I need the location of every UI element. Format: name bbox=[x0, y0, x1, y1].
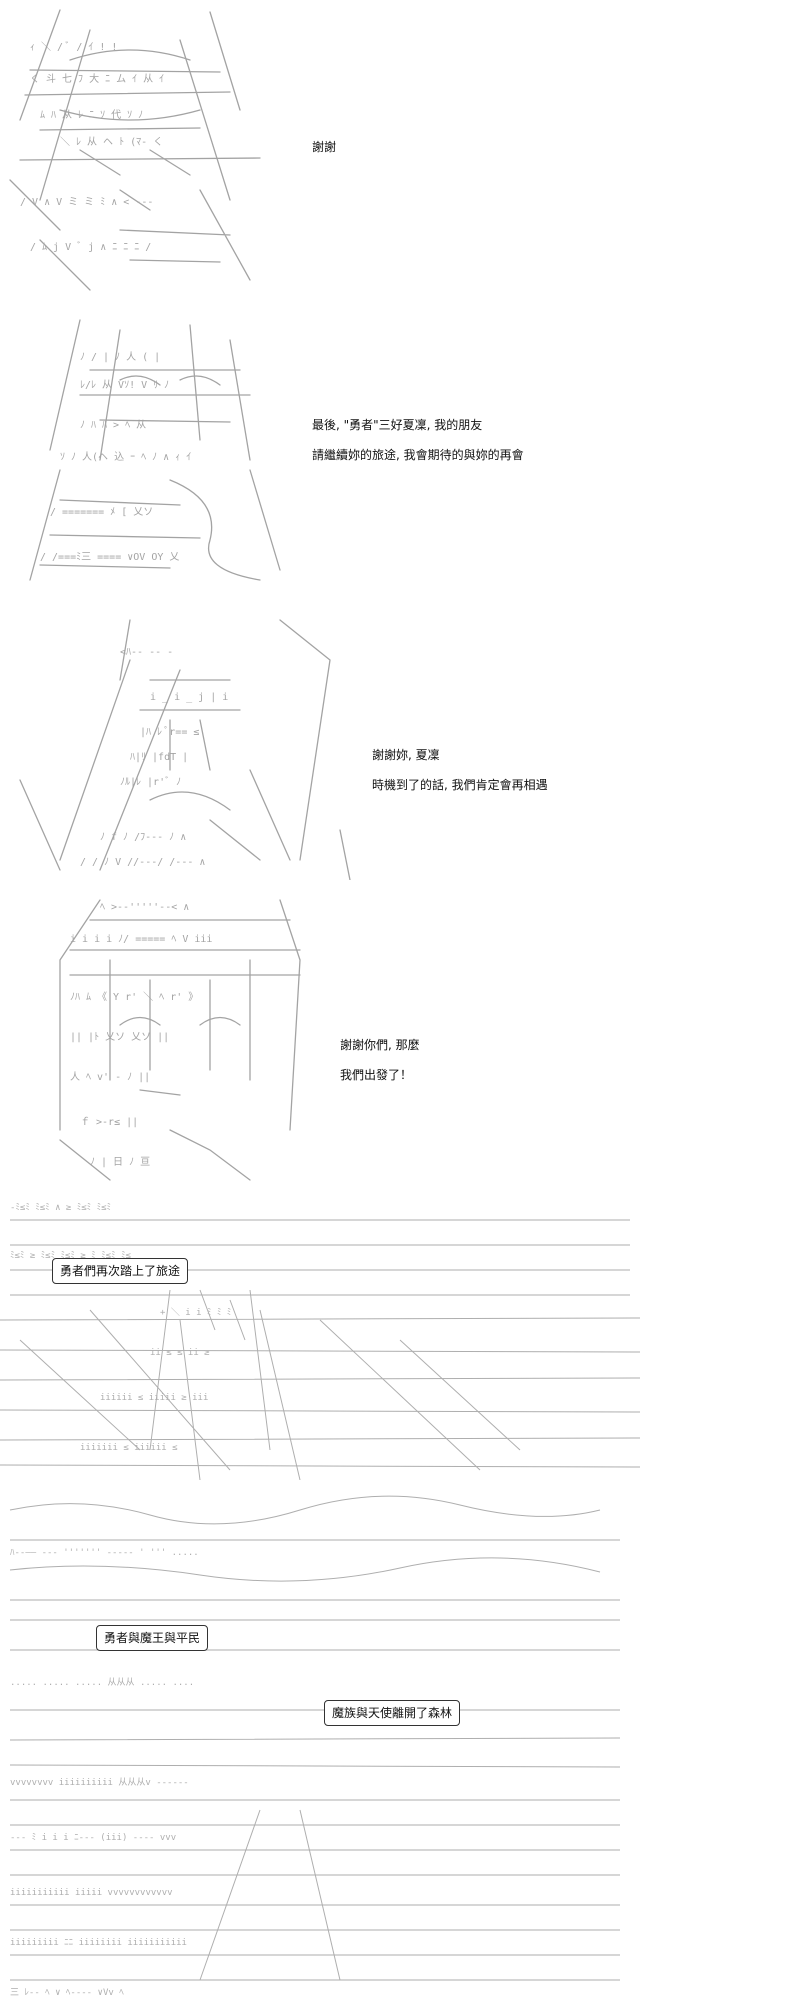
panel-6: ﾊ-‐―― --- ''''''' ----- ' ''' ..... ....… bbox=[0, 1480, 800, 2000]
svg-text:ﾍ >-‐'''''-‐< ∧: ﾍ >-‐'''''-‐< ∧ bbox=[100, 902, 189, 913]
dialogue-line: 謝謝你們, 那麼 bbox=[340, 1038, 420, 1052]
svg-text:ﾉ ﾊ ﾊ > ﾍ 从: ﾉ ﾊ ﾊ > ﾍ 从 bbox=[80, 420, 146, 431]
svg-text:ﾉ | 日 ﾉ 亘: ﾉ | 日 ﾉ 亘 bbox=[90, 1157, 150, 1168]
caption-box: 勇者與魔王與平民 bbox=[96, 1625, 209, 1651]
svg-text:+ ＼ i i ﾐ ﾐ ﾐ: + ＼ i i ﾐ ﾐ ﾐ bbox=[160, 1307, 231, 1318]
ascii-art-character-3: <ﾊ-- -- - i _ i _ j | i |ﾊ ﾚ ﾟr== ≤ ﾊ|ﾘ … bbox=[19, 619, 351, 880]
caption-text: 勇者與魔王與平民 bbox=[104, 1631, 201, 1645]
dialogue-line: 時機到了的話, 我們肯定會再相遇 bbox=[372, 778, 548, 792]
svg-text:人 ﾍ v' ‐ ﾉ ||: 人 ﾍ v' ‐ ﾉ || bbox=[70, 1071, 150, 1083]
dialogue-line: 最後, "勇者"三好夏凜, 我的朋友 bbox=[312, 418, 483, 432]
svg-text:く 斗 七 ﾌ 大 ﾆ ム ｲ 从 ｲ: く 斗 七 ﾌ 大 ﾆ ム ｲ 从 ｲ bbox=[30, 72, 164, 85]
ascii-art-character-4: ﾍ >-‐'''''-‐< ∧ i i i i ﾉ/ ===== ﾍ V iii… bbox=[59, 899, 301, 1181]
ascii-art-landscape-forest: ﾊ-‐―― --- ''''''' ----- ' ''' ..... ....… bbox=[9, 1495, 621, 1998]
svg-text:/ ﾑ j V ﾞ j ∧ ﾆ ﾆ ﾆ /: / ﾑ j V ﾞ j ∧ ﾆ ﾆ ﾆ / bbox=[30, 241, 151, 253]
svg-text:ﾊ|ﾘ |fdT |: ﾊ|ﾘ |fdT | bbox=[130, 752, 188, 763]
panel-2: ﾉ / | ﾉ 人 ( | ﾚ/ﾚ 从 Vｿ! V ﾘ ﾉ ﾉ ﾊ ﾊ > ﾍ … bbox=[0, 300, 800, 600]
svg-text:/ ======= ﾒ [ 乂ソ: / ======= ﾒ [ 乂ソ bbox=[50, 507, 153, 518]
svg-text:i _ i _ j | i: i _ i _ j | i bbox=[150, 692, 228, 703]
dialogue-box: 謝謝 bbox=[312, 132, 336, 162]
ascii-art-character-2: ﾉ / | ﾉ 人 ( | ﾚ/ﾚ 从 Vｿ! V ﾘ ﾉ ﾉ ﾊ ﾊ > ﾍ … bbox=[29, 319, 281, 581]
dialogue-line: 謝謝妳, 夏凜 bbox=[372, 748, 440, 762]
svg-text:|| |ﾄ 乂ソ 乂ソ ||: || |ﾄ 乂ソ 乂ソ || bbox=[70, 1032, 169, 1043]
caption-box: 魔族與天使離開了森林 bbox=[324, 1700, 461, 1726]
svg-text:iiiiiiiii ﾆﾆ iiiiiiii iiiiiiii: iiiiiiiii ﾆﾆ iiiiiiii iiiiiiiiiii bbox=[10, 1938, 187, 1948]
panel-1: ｨ ＼ / ﾞ / ｲ ! ! く 斗 七 ﾌ 大 ﾆ ム ｲ 从 ｲ ﾑ ﾊ … bbox=[0, 0, 800, 300]
svg-text:/ /===ﾐ三 ==== ∨OV OY 乂: / /===ﾐ三 ==== ∨OV OY 乂 bbox=[40, 552, 179, 563]
svg-text:ﾉﾙ|ﾚ |r'ﾞ ﾉ: ﾉﾙ|ﾚ |r'ﾞ ﾉ bbox=[120, 776, 181, 788]
svg-text:ｿ ﾉ 人(ヘ 込 ｰ ﾍ ﾉ ∧ ｨ ｲ: ｿ ﾉ 人(ヘ 込 ｰ ﾍ ﾉ ∧ ｨ ｲ bbox=[60, 451, 191, 463]
svg-text:..... ..... ..... 从从从 ..... ..: ..... ..... ..... 从从从 ..... .... bbox=[10, 1677, 194, 1688]
svg-text:＼ ﾚ 从 ヘ ﾄ (ﾏ- く: ＼ ﾚ 从 ヘ ﾄ (ﾏ- く bbox=[60, 136, 163, 148]
caption-text: 魔族與天使離開了森林 bbox=[332, 1706, 453, 1720]
panel-4: ﾍ >-‐'''''-‐< ∧ i i i i ﾉ/ ===== ﾍ V iii… bbox=[0, 880, 800, 1190]
dialogue-box: 最後, "勇者"三好夏凜, 我的朋友 請繼續妳的旅途, 我會期待的與妳的再會 bbox=[312, 410, 524, 470]
svg-text:iiiiiii ≤ iiiiii ≤: iiiiiii ≤ iiiiii ≤ bbox=[80, 1443, 178, 1453]
svg-text:ﾉ f ﾉ /ﾌ--- ﾉ ∧: ﾉ f ﾉ /ﾌ--- ﾉ ∧ bbox=[100, 832, 186, 843]
svg-text:ﾉﾊ ﾑ 《 Y r' ＼ ﾍ r' 》: ﾉﾊ ﾑ 《 Y r' ＼ ﾍ r' 》 bbox=[70, 991, 198, 1003]
dialogue-line: 我們出發了！ bbox=[340, 1068, 413, 1082]
ascii-art-landscape-road: -ﾐ≤ﾐ ﾐ≤ﾐ ∧ ≥ ﾐ≤ﾐ ﾐ≤ﾐ ﾐ≤ﾐ ≥ ﾐ≤ﾐ ﾐ≤ﾐ ≥ ﾐ ﾐ… bbox=[0, 1203, 640, 1480]
caption-box: 勇者們再次踏上了旅途 bbox=[52, 1258, 189, 1284]
svg-text:ﾑ ﾊ 从 ﾚ ﾆ ｿ 代 ｿ ﾉ: ﾑ ﾊ 从 ﾚ ﾆ ｿ 代 ｿ ﾉ bbox=[40, 109, 143, 121]
svg-text:ｨ ＼ / ﾞ / ｲ ! !: ｨ ＼ / ﾞ / ｲ ! ! bbox=[30, 41, 117, 53]
panel-3: <ﾊ-- -- - i _ i _ j | i |ﾊ ﾚ ﾟr== ≤ ﾊ|ﾘ … bbox=[0, 600, 800, 880]
svg-text:i i i i ﾉ/ ===== ﾍ V iii: i i i i ﾉ/ ===== ﾍ V iii bbox=[70, 934, 212, 945]
svg-text:<ﾊ-- -- -: <ﾊ-- -- - bbox=[120, 647, 173, 658]
svg-text:ﾐ≤ﾐ ≥ ﾐ≤ﾐ ﾐ≤ﾐ ≥ ﾐ ﾐ≤ﾐ ﾐ≤: ﾐ≤ﾐ ≥ ﾐ≤ﾐ ﾐ≤ﾐ ≥ ﾐ ﾐ≤ﾐ ﾐ≤ bbox=[10, 1251, 131, 1261]
svg-text:--- ﾐ i i i ﾆ--- (iii) ---- vv: --- ﾐ i i i ﾆ--- (iii) ---- vvv bbox=[10, 1833, 176, 1843]
dialogue-box: 謝謝你們, 那麼 我們出發了！ bbox=[340, 1030, 420, 1090]
svg-text:/ V ∧ V ミ ミ ﾐ ∧ < ---: / V ∧ V ミ ミ ﾐ ∧ < --- bbox=[20, 197, 153, 208]
svg-text:ﾊ-‐―― --- ''''''' ----- ' ''': ﾊ-‐―― --- ''''''' ----- ' ''' ..... bbox=[10, 1548, 199, 1558]
svg-text:/ / ﾉ V //---/ /--- ∧: / / ﾉ V //---/ /--- ∧ bbox=[80, 857, 205, 868]
svg-text:iiiiii ≤ iiiii ≥ iii: iiiiii ≤ iiiii ≥ iii bbox=[100, 1393, 208, 1403]
svg-text:ii ≤ ≤ ii ≥: ii ≤ ≤ ii ≥ bbox=[150, 1348, 210, 1358]
dialogue-box: 謝謝妳, 夏凜 時機到了的話, 我們肯定會再相遇 bbox=[372, 740, 548, 800]
dialogue-line: 請繼續妳的旅途, 我會期待的與妳的再會 bbox=[312, 448, 524, 462]
ascii-art-character-1: ｨ ＼ / ﾞ / ｲ ! ! く 斗 七 ﾌ 大 ﾆ ム ｲ 从 ｲ ﾑ ﾊ … bbox=[9, 9, 261, 291]
dialogue-line: 謝謝 bbox=[312, 140, 337, 154]
svg-text:vvvvvvvv iiiiiiiiii 从从从v -----: vvvvvvvv iiiiiiiiii 从从从v ------ bbox=[10, 1777, 189, 1788]
svg-text:-ﾐ≤ﾐ ﾐ≤ﾐ ∧ ≥ ﾐ≤ﾐ ﾐ≤ﾐ: -ﾐ≤ﾐ ﾐ≤ﾐ ∧ ≥ ﾐ≤ﾐ ﾐ≤ﾐ bbox=[10, 1203, 111, 1213]
svg-text:|ﾊ ﾚ ﾟr== ≤: |ﾊ ﾚ ﾟr== ≤ bbox=[140, 726, 199, 738]
panel-5: -ﾐ≤ﾐ ﾐ≤ﾐ ∧ ≥ ﾐ≤ﾐ ﾐ≤ﾐ ﾐ≤ﾐ ≥ ﾐ≤ﾐ ﾐ≤ﾐ ≥ ﾐ ﾐ… bbox=[0, 1190, 800, 1480]
caption-text: 勇者們再次踏上了旅途 bbox=[60, 1264, 181, 1278]
svg-text:ｆ >-r≤ ||: ｆ >-r≤ || bbox=[80, 1116, 138, 1128]
svg-text:三 ﾚ-- ﾍ ∨ ﾍ---- ∨Vv ﾍ: 三 ﾚ-- ﾍ ∨ ﾍ---- ∨Vv ﾍ bbox=[10, 1988, 124, 1998]
svg-text:iiiiiiiiiii iiiii vvvvvvvvvvvv: iiiiiiiiiii iiiii vvvvvvvvvvvv bbox=[10, 1888, 173, 1898]
svg-text:ﾚ/ﾚ 从 Vｿ! V ﾘ ﾉ: ﾚ/ﾚ 从 Vｿ! V ﾘ ﾉ bbox=[80, 380, 169, 391]
svg-text:ﾉ / | ﾉ 人 ( |: ﾉ / | ﾉ 人 ( | bbox=[80, 351, 160, 363]
